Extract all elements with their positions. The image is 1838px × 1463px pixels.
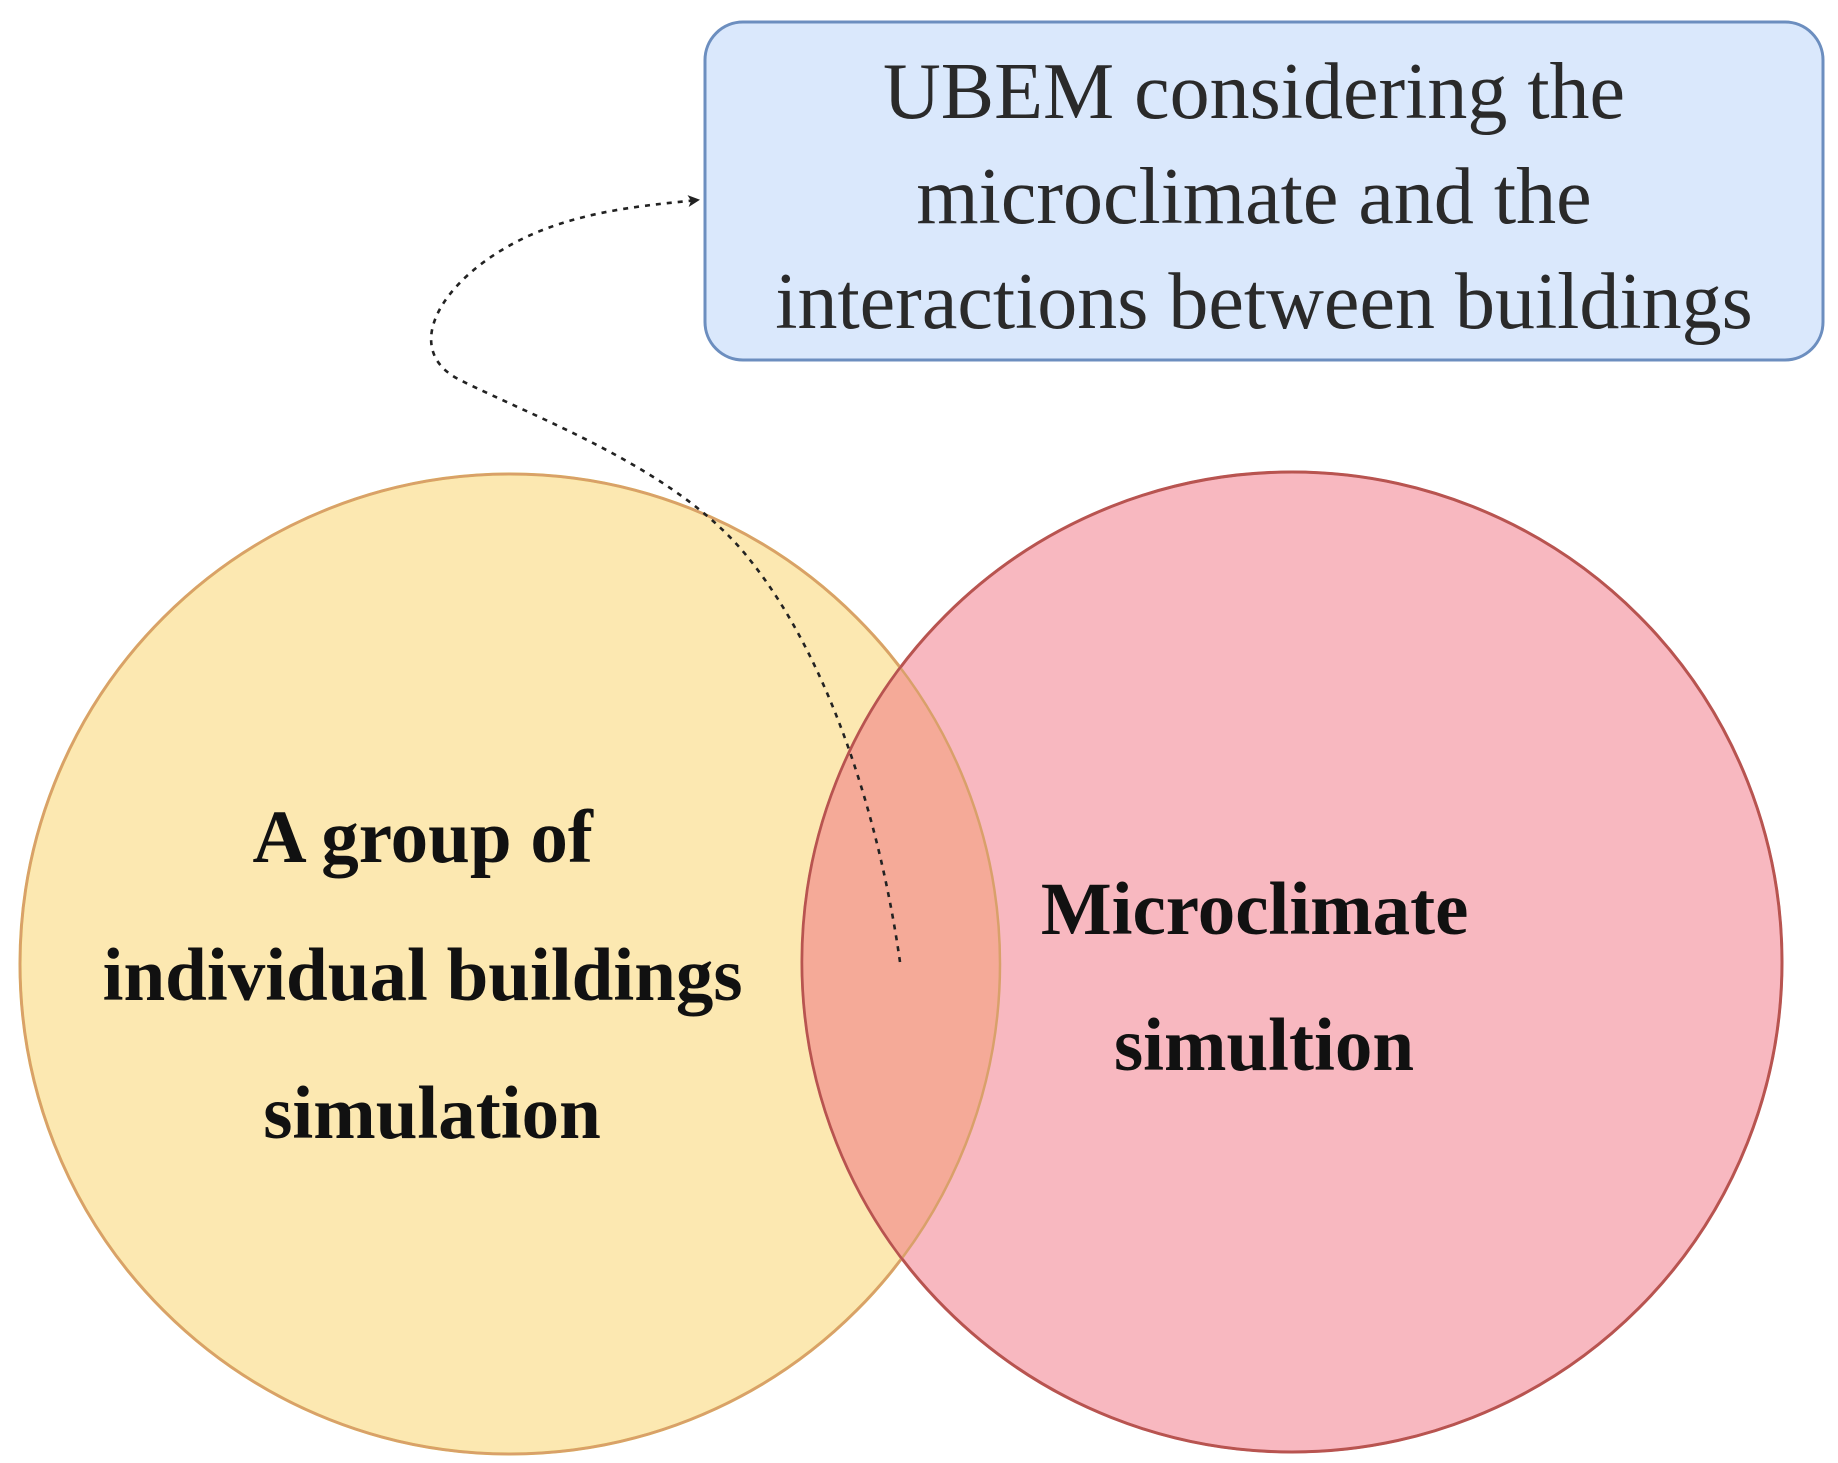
left-set-line-3: simulation <box>263 1072 601 1155</box>
ubem-box-label: UBEM considering the microclimate and th… <box>775 48 1753 346</box>
dotted-connector-arrow <box>429 195 902 963</box>
right-set-line-1: Microclimate <box>1041 868 1469 951</box>
left-set-label: A group of individual buildings simulati… <box>103 796 762 1155</box>
ubem-box <box>703 20 1825 362</box>
right-set-line-2: simultion <box>1114 1004 1414 1087</box>
right-set-label: Microclimate simultion <box>1041 868 1487 1087</box>
left-set-edge <box>18 472 1002 1456</box>
left-set-line-1: A group of <box>252 796 593 879</box>
left-set-line-2: individual buildings <box>103 934 743 1017</box>
ubem-box-line-3: interactions between buildings <box>775 258 1753 346</box>
right-set-edge <box>800 470 1784 1454</box>
ubem-box-line-1: UBEM considering the <box>883 48 1625 136</box>
ubem-box-line-2: microclimate and the <box>916 153 1591 241</box>
